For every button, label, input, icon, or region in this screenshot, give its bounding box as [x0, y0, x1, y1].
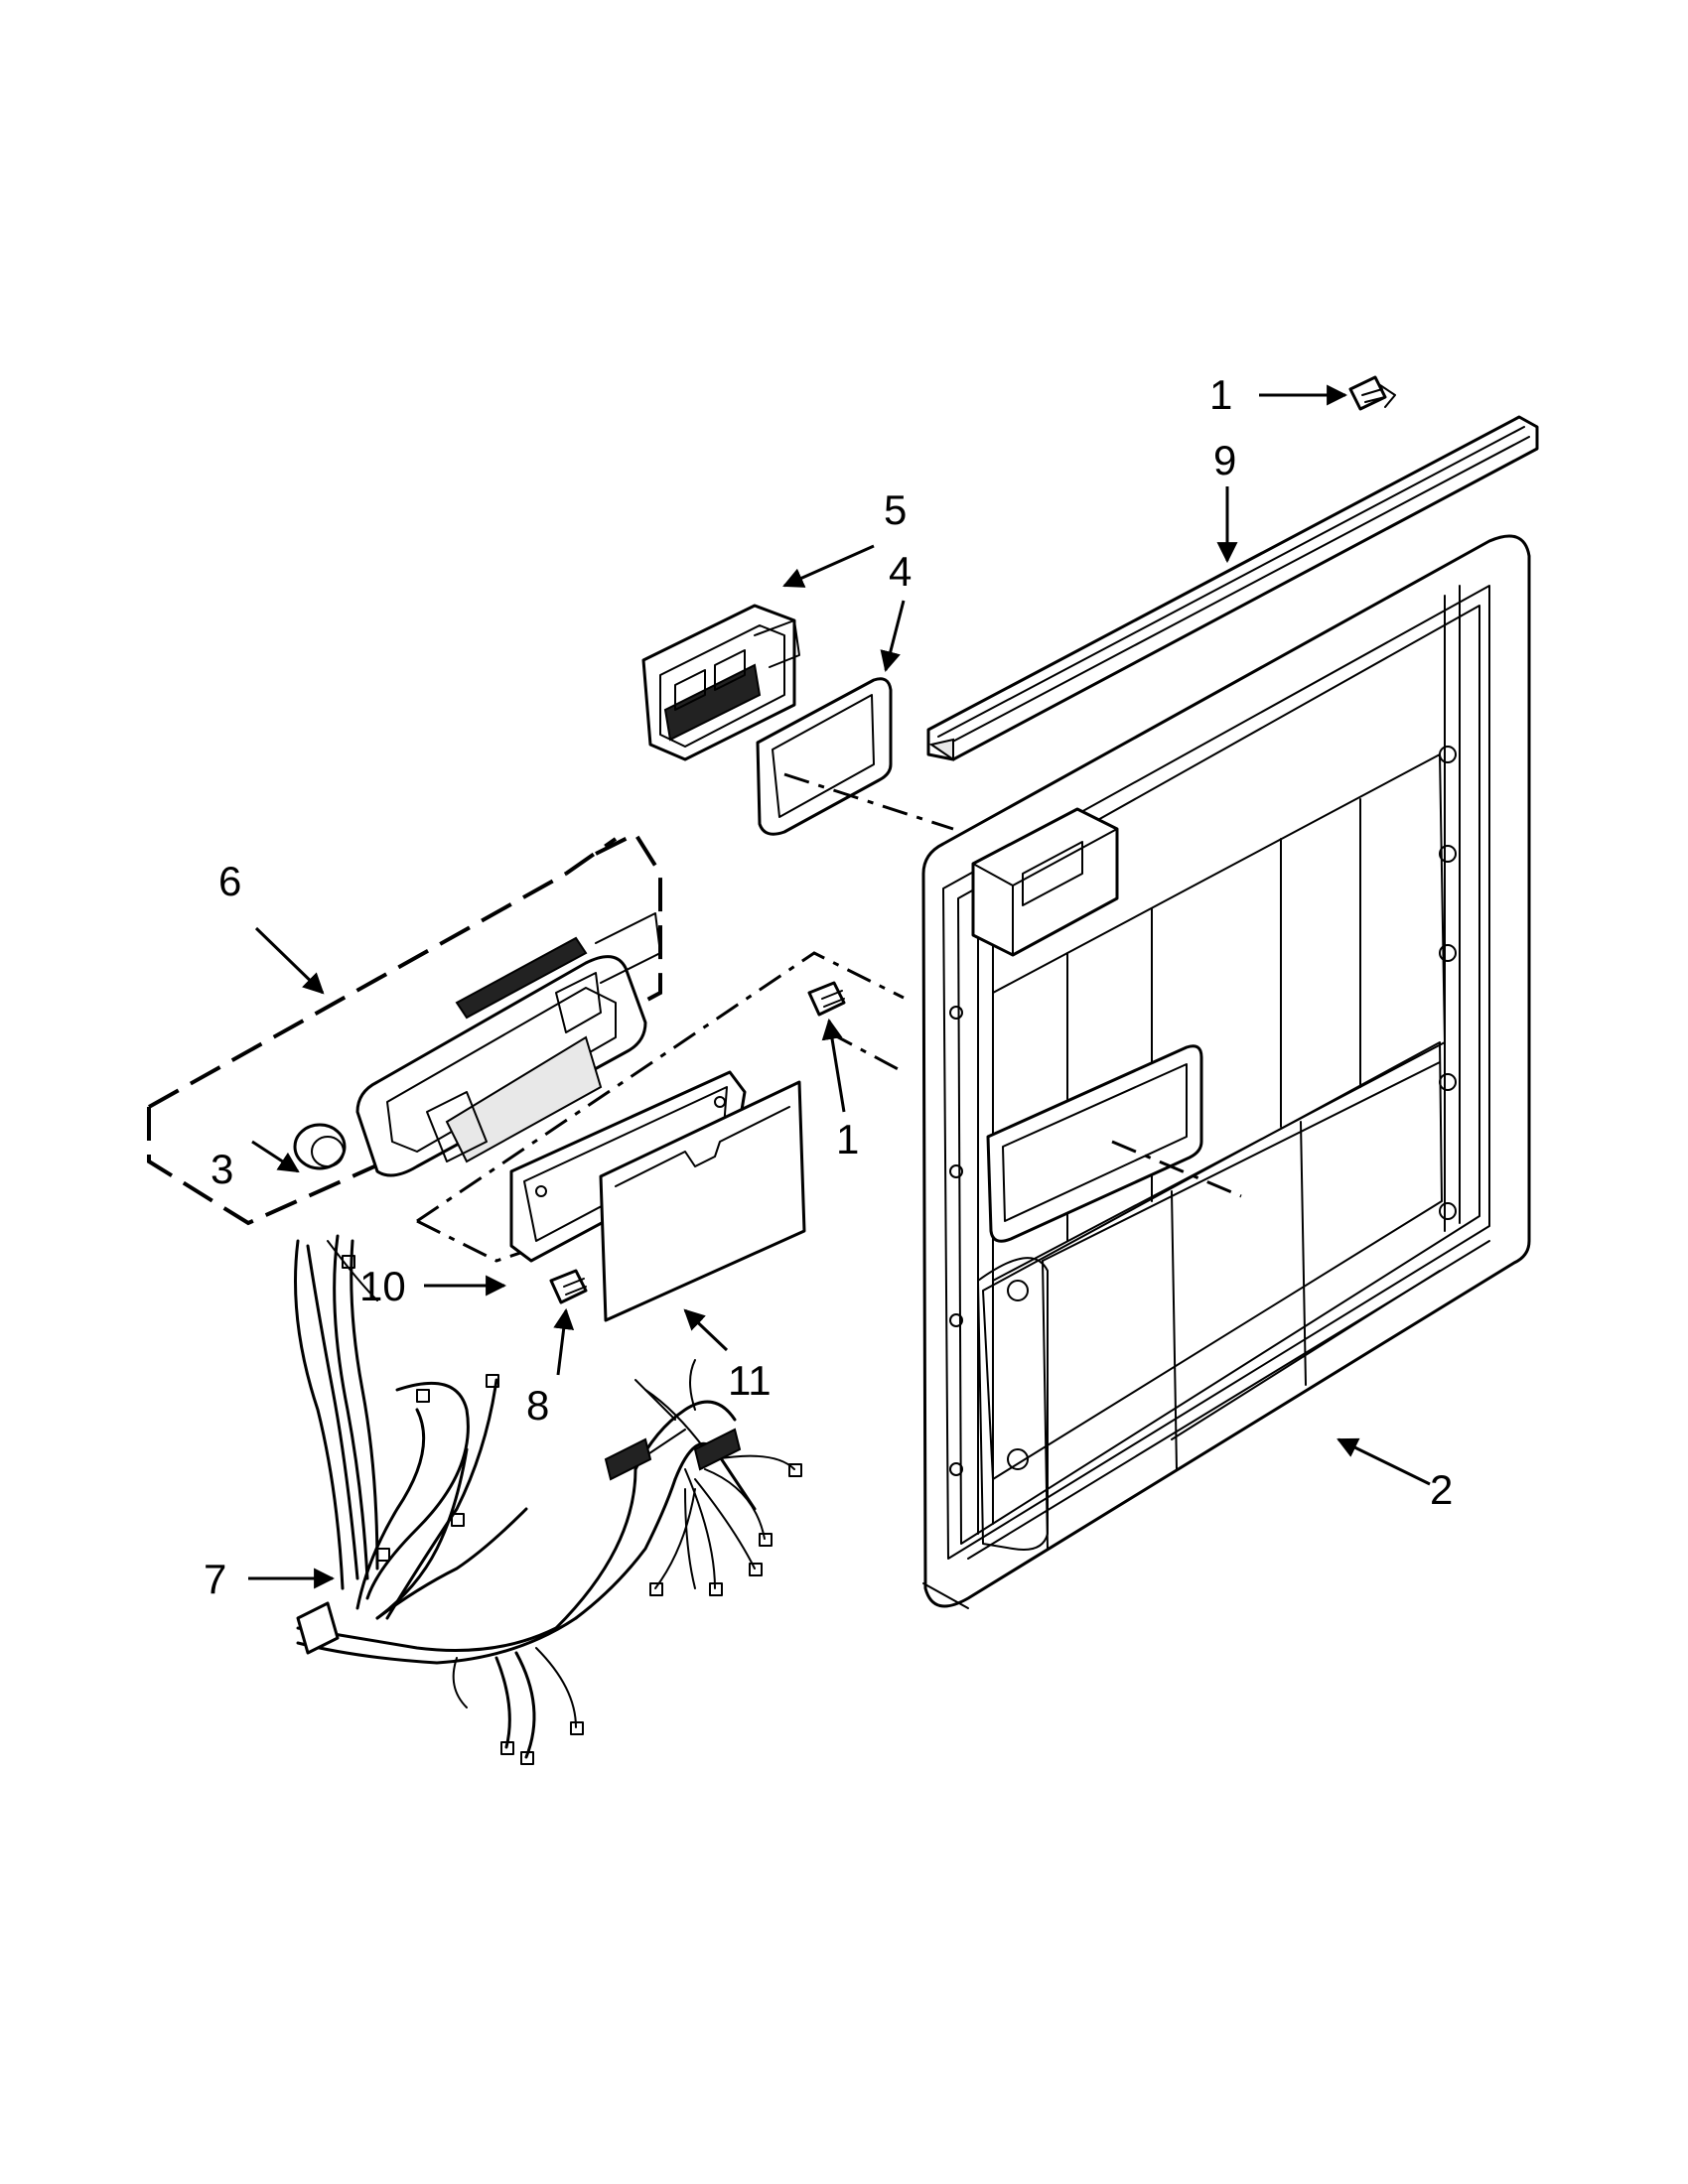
callout-6: 6 — [218, 858, 241, 904]
top-strip — [926, 415, 1539, 761]
knob — [293, 1123, 347, 1170]
callout-1-top: 1 — [1209, 371, 1232, 418]
callout-11: 11 — [728, 1357, 772, 1404]
control-module — [355, 912, 661, 1177]
callout-4: 4 — [889, 548, 912, 595]
callout-10: 10 — [359, 1263, 406, 1309]
callout-3: 3 — [211, 1146, 233, 1192]
leader-arrows — [248, 384, 1431, 1589]
callout-5: 5 — [884, 486, 907, 533]
screw-board — [549, 1269, 588, 1304]
callout-9: 9 — [1213, 437, 1236, 483]
inner-door-panel — [921, 534, 1531, 1609]
callout-7: 7 — [204, 1556, 226, 1602]
dispenser-bracket — [641, 604, 800, 761]
screw-top — [1348, 375, 1396, 411]
callout-8: 8 — [526, 1382, 549, 1429]
wire-harness — [294, 1234, 802, 1765]
screw-mid — [807, 981, 846, 1017]
callout-labels: 1 9 5 4 6 1 3 10 11 8 2 7 — [204, 371, 1453, 1602]
dispenser-gasket — [756, 677, 893, 836]
control-board — [599, 1080, 806, 1322]
callout-2: 2 — [1430, 1466, 1453, 1513]
callout-1-mid: 1 — [836, 1116, 859, 1162]
